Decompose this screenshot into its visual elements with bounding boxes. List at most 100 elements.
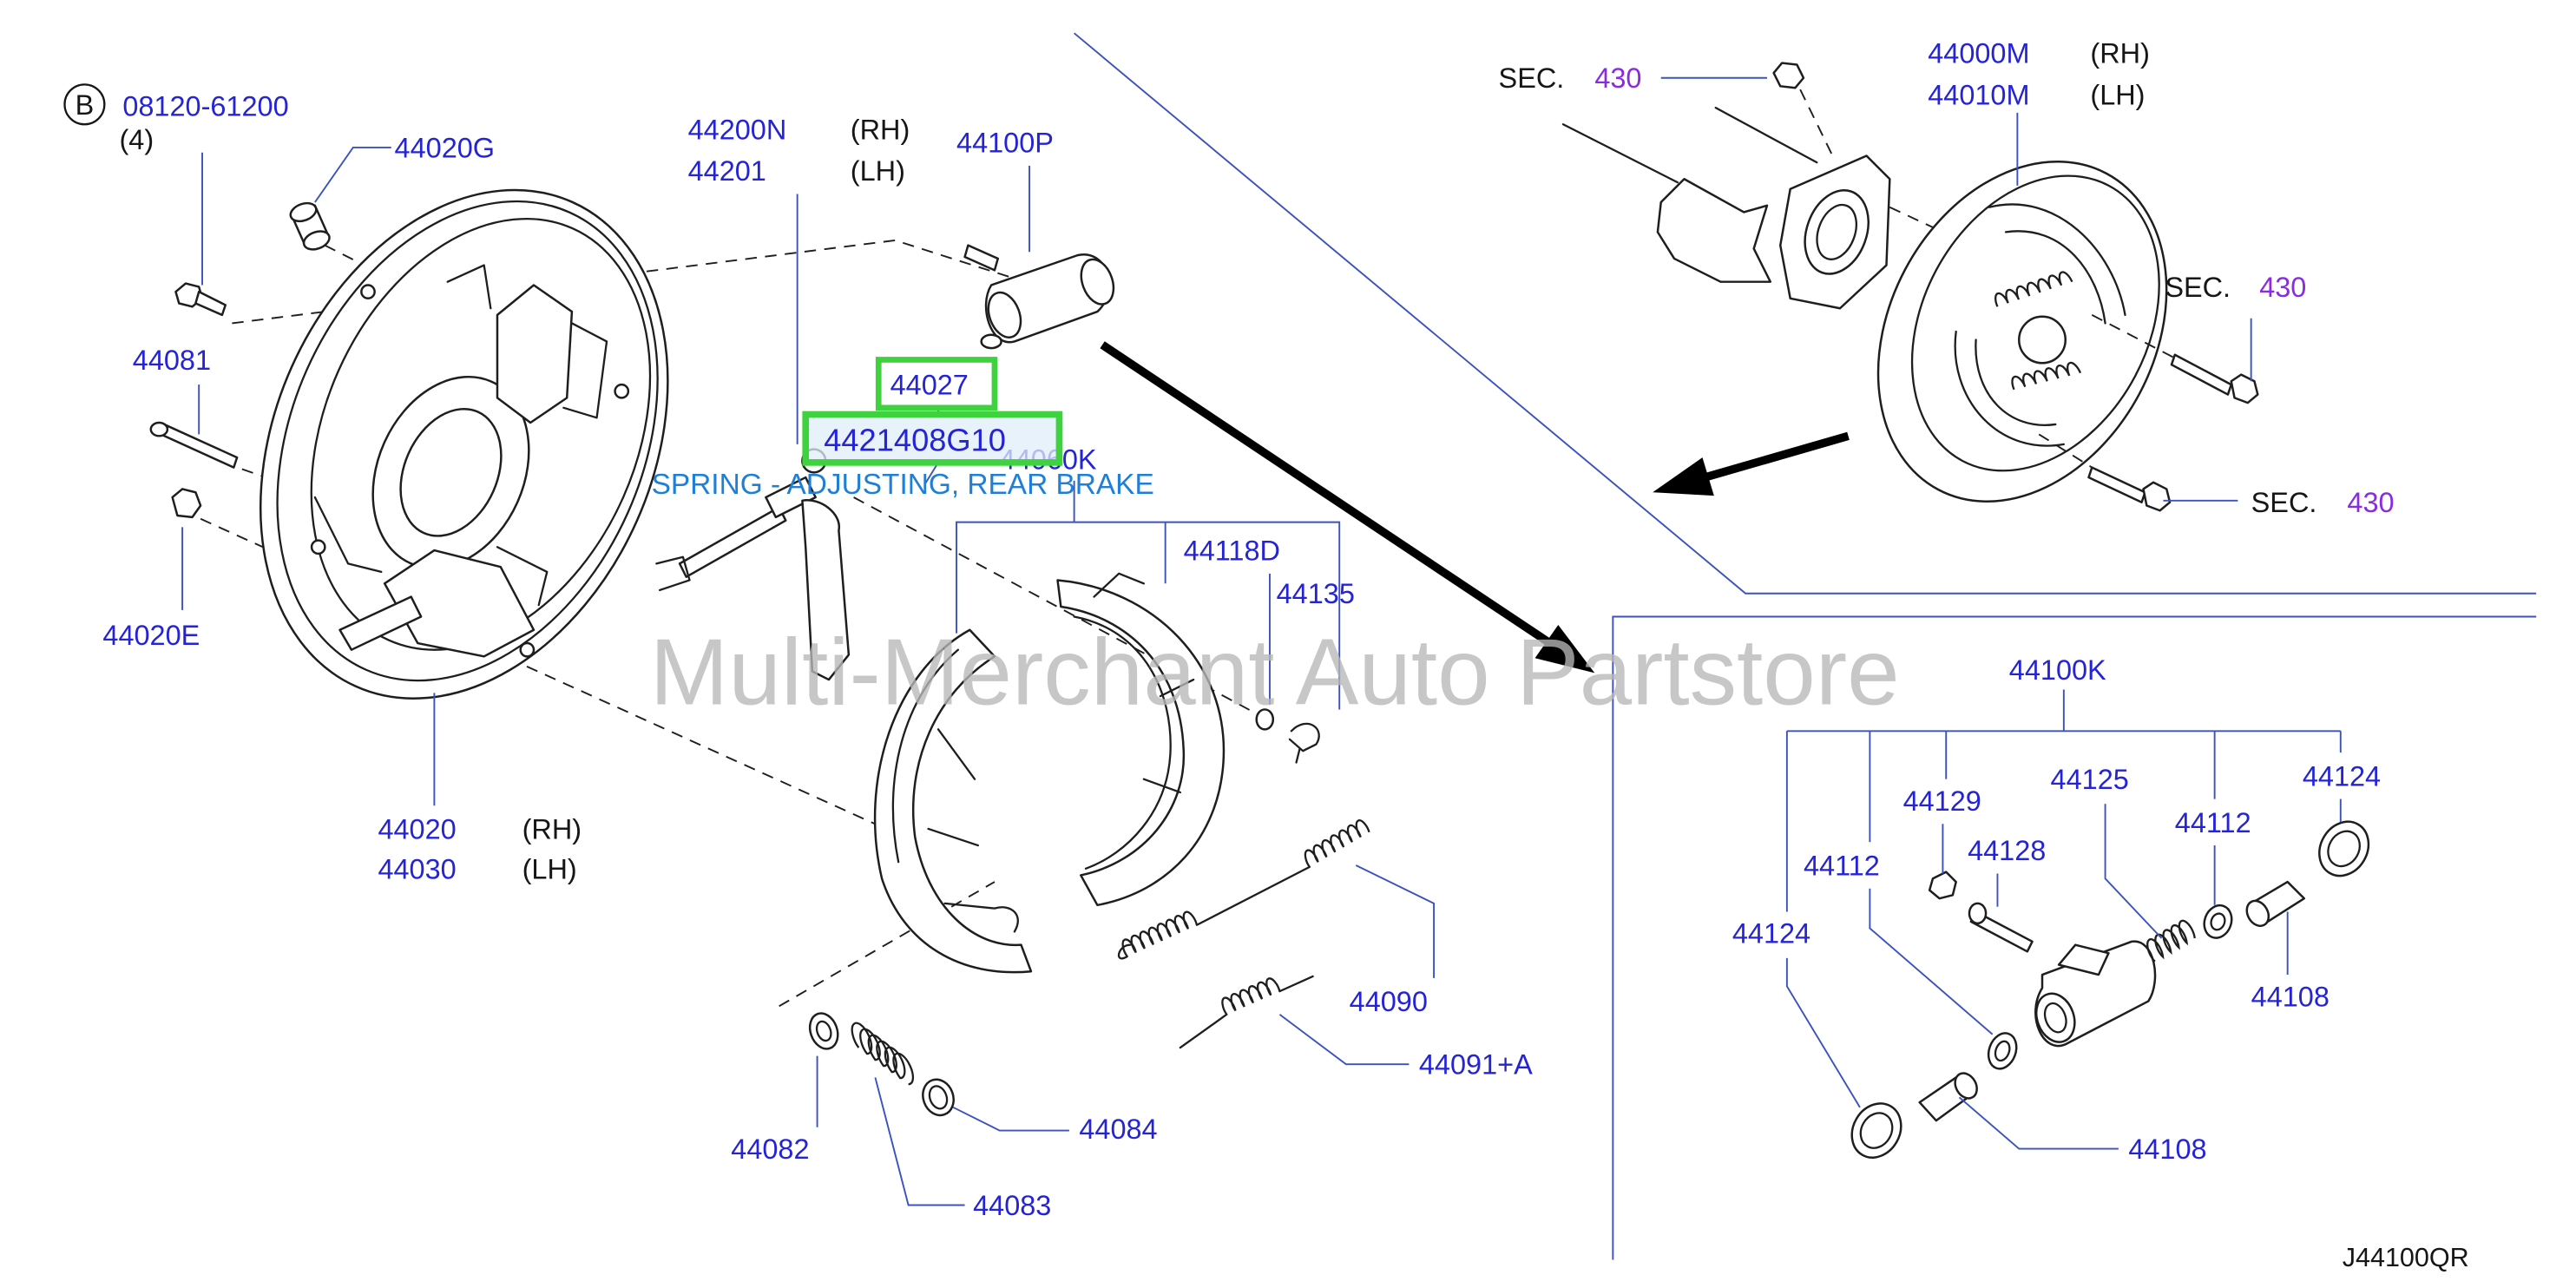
- callout-boot-right[interactable]: 44124: [2303, 760, 2381, 792]
- callout-adjuster-rh[interactable]: 44200N: [688, 114, 787, 145]
- selected-part-number[interactable]: 4421408G10: [824, 422, 1006, 457]
- callout-cup-right[interactable]: 44112: [2175, 807, 2251, 838]
- arrow-head: [1653, 457, 1714, 496]
- boot-right-44124: [2318, 820, 2370, 877]
- cup-44082: [808, 1012, 839, 1050]
- plate-anchor-lower: [383, 549, 536, 658]
- separator-lower-right-box: [1612, 615, 2537, 1260]
- nut-44020E: [171, 488, 202, 519]
- plate-lever-arm: [338, 595, 423, 651]
- boot-left-inner: [1859, 1112, 1894, 1149]
- callout-plate-lh[interactable]: 44030: [378, 853, 456, 884]
- parking-cable: [1561, 123, 1679, 184]
- assembly-line-nut: [1799, 89, 1835, 158]
- separator-upper-right: [1074, 32, 2537, 595]
- shoe-web: [1073, 572, 1195, 870]
- assembly-line-bolt: [2091, 314, 2176, 359]
- piston-right-face: [2245, 899, 2270, 928]
- section-ref-number[interactable]: 430: [2259, 272, 2306, 303]
- drum-backing-inner: [1910, 174, 2160, 472]
- leader-lines-left: [181, 147, 1436, 1206]
- spring-rod: [1278, 975, 1314, 993]
- callout-adjuster-lh[interactable]: 44201: [688, 155, 766, 187]
- drum-spring: [1994, 271, 2073, 307]
- leader-lines-right: [1660, 76, 2342, 1150]
- plate-anchor-upper: [496, 284, 574, 424]
- adjuster-44200N: [655, 448, 851, 681]
- callout-washer[interactable]: 44118D: [1184, 536, 1280, 567]
- shoe-lining: [873, 628, 1033, 974]
- callout-retainer-lower[interactable]: 44084: [1079, 1114, 1157, 1145]
- callout-kit[interactable]: 44100K: [2009, 654, 2106, 686]
- callout-spring-hold[interactable]: 44083: [973, 1190, 1051, 1221]
- plate-hole: [614, 383, 630, 399]
- callout-plate-rh[interactable]: 44020: [378, 813, 456, 844]
- cylinder-mount: [980, 333, 1002, 350]
- highlight-box-44027[interactable]: [875, 357, 998, 411]
- callout-spring-upper[interactable]: 44090: [1350, 986, 1428, 1017]
- retainer-inner: [928, 1085, 949, 1110]
- spring-44083: [851, 1022, 915, 1086]
- cup-right-inner: [2210, 912, 2226, 931]
- callout-cup-lower[interactable]: 44082: [731, 1134, 809, 1165]
- kit-cylinder-bore-inner: [2043, 1002, 2067, 1034]
- arrow-shaft: [1698, 431, 1850, 483]
- section-ref-number[interactable]: 430: [1594, 62, 1641, 94]
- leader-spring-lower: [1278, 1014, 1410, 1066]
- boot-left-44124: [1850, 1102, 1902, 1159]
- plate-inner-face: [310, 217, 652, 651]
- callout-piston-right[interactable]: 44108: [2251, 981, 2330, 1012]
- shoe-lining: [1056, 579, 1226, 907]
- cup-left-inner: [1994, 1040, 2011, 1062]
- clip-44135: [1288, 722, 1320, 764]
- leader-clip: [314, 147, 391, 203]
- callout-pin[interactable]: 44081: [133, 345, 211, 376]
- leader-cup-left: [1869, 888, 1994, 1035]
- spring-coil: [1304, 819, 1370, 868]
- section-ref-label: SEC.: [2251, 487, 2317, 518]
- callout-nut[interactable]: 44020E: [102, 620, 200, 651]
- callout-bleeder[interactable]: 44128: [1968, 835, 2046, 866]
- plate-stamping-upper: [446, 264, 608, 419]
- drum-spring: [2011, 361, 2082, 391]
- spring-coil: [1121, 910, 1199, 957]
- plate-hub-opening: [399, 407, 503, 537]
- side-rh: (RH): [522, 813, 582, 844]
- callout-assembly-lh[interactable]: 44010M: [1928, 79, 2029, 110]
- watermark: Multi-Merchant Auto Partstore: [650, 620, 1900, 726]
- side-rh: (RH): [2090, 38, 2150, 69]
- callout-piston-left[interactable]: 44108: [2128, 1134, 2206, 1165]
- bolt-badge: B: [76, 89, 95, 121]
- callout-bleeder-cap[interactable]: 44129: [1903, 785, 1981, 817]
- callout-clip-retainer[interactable]: 44135: [1277, 578, 1355, 609]
- diagram-code: J44100QR: [2343, 1243, 2469, 1272]
- section-ref-number[interactable]: 430: [2347, 487, 2394, 518]
- clip-44020G: [289, 201, 331, 251]
- plate-hole: [310, 539, 326, 555]
- callout-clip[interactable]: 44020G: [395, 132, 496, 163]
- mount-bolt-lower: [2087, 466, 2146, 503]
- callout-cup-left[interactable]: 44112: [1804, 850, 1880, 881]
- callout-spring-lower[interactable]: 44091+A: [1419, 1049, 1533, 1081]
- leader-retainer-lower: [952, 1106, 1069, 1132]
- callout-spring[interactable]: 44125: [2051, 764, 2129, 795]
- drum-shoe-upper: [1988, 203, 2126, 325]
- adjuster-wheel: [765, 476, 817, 519]
- callout-bolt[interactable]: 08120-61200: [122, 91, 288, 122]
- brake-assembly-44000M: [1561, 62, 2259, 512]
- clip-bottom: [302, 230, 331, 251]
- section-ref-label: SEC.: [2165, 272, 2231, 303]
- bleeder-cap-44129: [1928, 871, 1957, 900]
- callout-44027[interactable]: 44027: [890, 370, 969, 401]
- callout-assembly-rh[interactable]: 44000M: [1928, 38, 2029, 69]
- spring-44090: [1118, 819, 1370, 960]
- callout-wheel-cylinder[interactable]: 44100P: [956, 128, 1054, 159]
- highlight-box-selected-part[interactable]: [802, 411, 1063, 466]
- callout-boot-left[interactable]: 44124: [1732, 918, 1810, 950]
- side-lh: (LH): [2090, 79, 2145, 110]
- bolt-badge-circle: [63, 83, 106, 126]
- cylinder-bleeder: [963, 244, 1000, 272]
- side-rh: (RH): [851, 114, 910, 145]
- bolt-08120-61200: [174, 282, 227, 317]
